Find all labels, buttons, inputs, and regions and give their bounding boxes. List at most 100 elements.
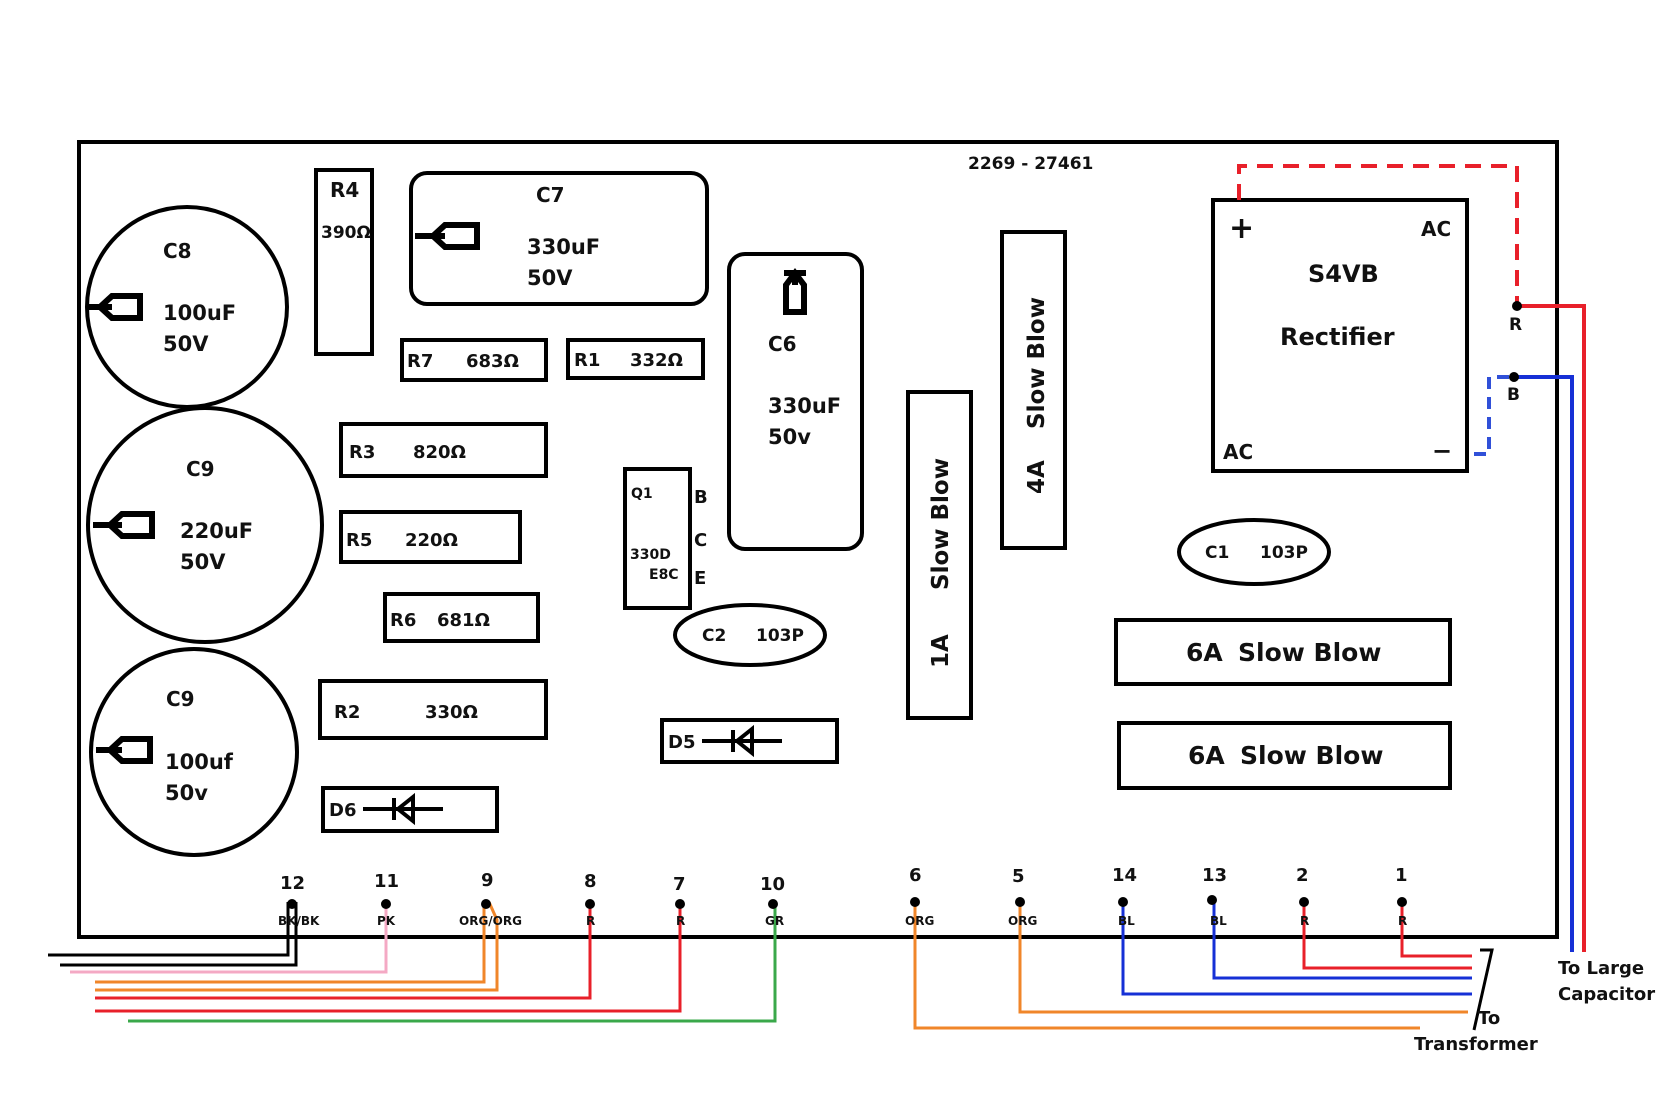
r3-ref: R3 — [349, 442, 375, 463]
connector-number: 6 — [909, 865, 922, 886]
dashed-blue-wire — [1474, 375, 1514, 456]
c8-voltage: 50V — [163, 332, 209, 356]
resistor-r2: R2 330Ω — [318, 679, 548, 740]
fuse-4a-rating: 4A — [1024, 460, 1050, 494]
c9-small-ref: C9 — [166, 687, 195, 711]
connector-pad — [481, 899, 491, 909]
connector-10: 10 GR — [760, 874, 785, 928]
connector-11: 11 PK — [374, 871, 399, 928]
connector-1: 1 R — [1395, 865, 1408, 928]
connector-13: 13 BL — [1202, 865, 1227, 928]
wire-5-orange — [1018, 902, 1468, 1014]
connector-pad — [910, 897, 920, 907]
connector-8: 8 R — [584, 871, 597, 928]
connector-pad — [585, 899, 595, 909]
connector-2: 2 R — [1296, 865, 1309, 928]
connector-pad — [1299, 897, 1309, 907]
rectifier-ac-top: AC — [1421, 217, 1451, 241]
r1-value: 332Ω — [630, 350, 683, 371]
polarity-arrow-icon — [93, 511, 155, 539]
fuse-1a-rating: 1A — [928, 634, 954, 668]
q1-ref: Q1 — [631, 486, 653, 502]
capacitor-c9-small: C9 100uf 50v — [89, 647, 299, 857]
d5-ref: D5 — [668, 732, 695, 753]
r1-ref: R1 — [574, 350, 600, 371]
c9-large-value: 220uF — [180, 519, 253, 543]
fuse-6a-bottom-type: Slow Blow — [1240, 741, 1383, 770]
blue-wire-to-capacitor — [1514, 375, 1574, 952]
d6-ref: D6 — [329, 800, 356, 821]
r6-value: 681Ω — [437, 610, 490, 631]
note-to-large-capacitor-2: Capacitor — [1558, 984, 1655, 1005]
connector-14: 14 BL — [1112, 865, 1137, 928]
r4-value: 390Ω — [321, 223, 371, 243]
connector-color-code: ORG/ORG — [459, 914, 522, 928]
c2-ref: C2 — [702, 626, 726, 646]
connector-pad — [381, 899, 391, 909]
c1-value: 103P — [1260, 543, 1308, 563]
capacitor-c8: C8 100uF 50V — [85, 205, 289, 409]
connector-pad — [768, 899, 778, 909]
connector-color-code: R — [1398, 914, 1407, 928]
terminal-r-label: R — [1509, 315, 1522, 335]
q1-pin-e: E — [694, 568, 706, 589]
fuse-6a-top: 6A Slow Blow — [1114, 618, 1452, 686]
connector-pad — [1207, 895, 1217, 905]
polarity-arrow-icon — [96, 736, 153, 764]
rectifier-wiring — [1237, 164, 1586, 952]
resistor-r5: R5 220Ω — [339, 510, 522, 564]
connector-pad — [287, 899, 297, 909]
connector-5: 5 ORG — [1008, 866, 1037, 928]
diode-symbol-icon — [702, 724, 782, 758]
r7-ref: R7 — [407, 351, 433, 372]
capacitor-c7: C7 330uF 50V — [409, 171, 709, 306]
capacitor-c9-large: C9 220uF 50V — [86, 406, 324, 644]
connector-pad — [1118, 897, 1128, 907]
c9-small-value: 100uf — [165, 750, 234, 774]
note-to-large-capacitor-1: To Large — [1558, 958, 1644, 979]
q1-code-2: E8C — [649, 567, 679, 583]
c9-large-voltage: 50V — [180, 550, 226, 574]
connector-color-code: PK — [377, 914, 396, 928]
terminal-b-label: B — [1507, 385, 1520, 405]
connector-color-code: R — [1300, 914, 1309, 928]
rectifier-model: S4VB — [1308, 260, 1379, 288]
connector-number: 9 — [481, 870, 494, 891]
connector-pad — [1397, 897, 1407, 907]
fuse-6a-bottom: 6A Slow Blow — [1117, 721, 1452, 790]
connector-color-code: ORG — [1008, 914, 1037, 928]
c6-voltage: 50v — [768, 425, 811, 449]
wire-8-red — [95, 902, 592, 1000]
transistor-q1: Q1 330D E8C B C E — [623, 467, 708, 610]
q1-pin-c: C — [694, 530, 707, 551]
diode-d5: D5 — [660, 718, 839, 764]
connector-color-code: ORG — [905, 914, 934, 928]
wire-7-red — [95, 902, 682, 1013]
c6-ref: C6 — [768, 332, 797, 356]
wire-1-red — [1400, 902, 1472, 958]
connector-number: 1 — [1395, 865, 1408, 886]
rectifier-minus: − — [1432, 437, 1452, 465]
resistor-r4: R4 390Ω — [314, 168, 374, 356]
connector-color-code: R — [586, 914, 595, 928]
c2-value: 103P — [756, 626, 804, 646]
connector-9: 9 ORG/ORG — [459, 870, 522, 928]
resistor-r7: R7 683Ω — [400, 338, 548, 382]
note-to-transformer-1: To — [1478, 1008, 1500, 1029]
diode-d6: D6 — [321, 786, 499, 833]
rectifier-name: Rectifier — [1280, 323, 1395, 351]
c7-voltage: 50V — [527, 266, 573, 290]
r2-value: 330Ω — [425, 702, 478, 723]
wire-2-red — [1302, 902, 1472, 970]
terminal-r-dot — [1512, 301, 1522, 311]
resistor-r3: R3 820Ω — [339, 422, 548, 478]
polarity-arrow-icon — [783, 268, 807, 315]
connector-color-code: BL — [1210, 914, 1227, 928]
c9-large-ref: C9 — [186, 457, 215, 481]
connector-pad — [1015, 897, 1025, 907]
connector-6: 6 ORG — [905, 865, 934, 928]
c1-ref: C1 — [1205, 543, 1229, 563]
connector-number: 13 — [1202, 865, 1227, 886]
external-wires — [48, 901, 1494, 1031]
